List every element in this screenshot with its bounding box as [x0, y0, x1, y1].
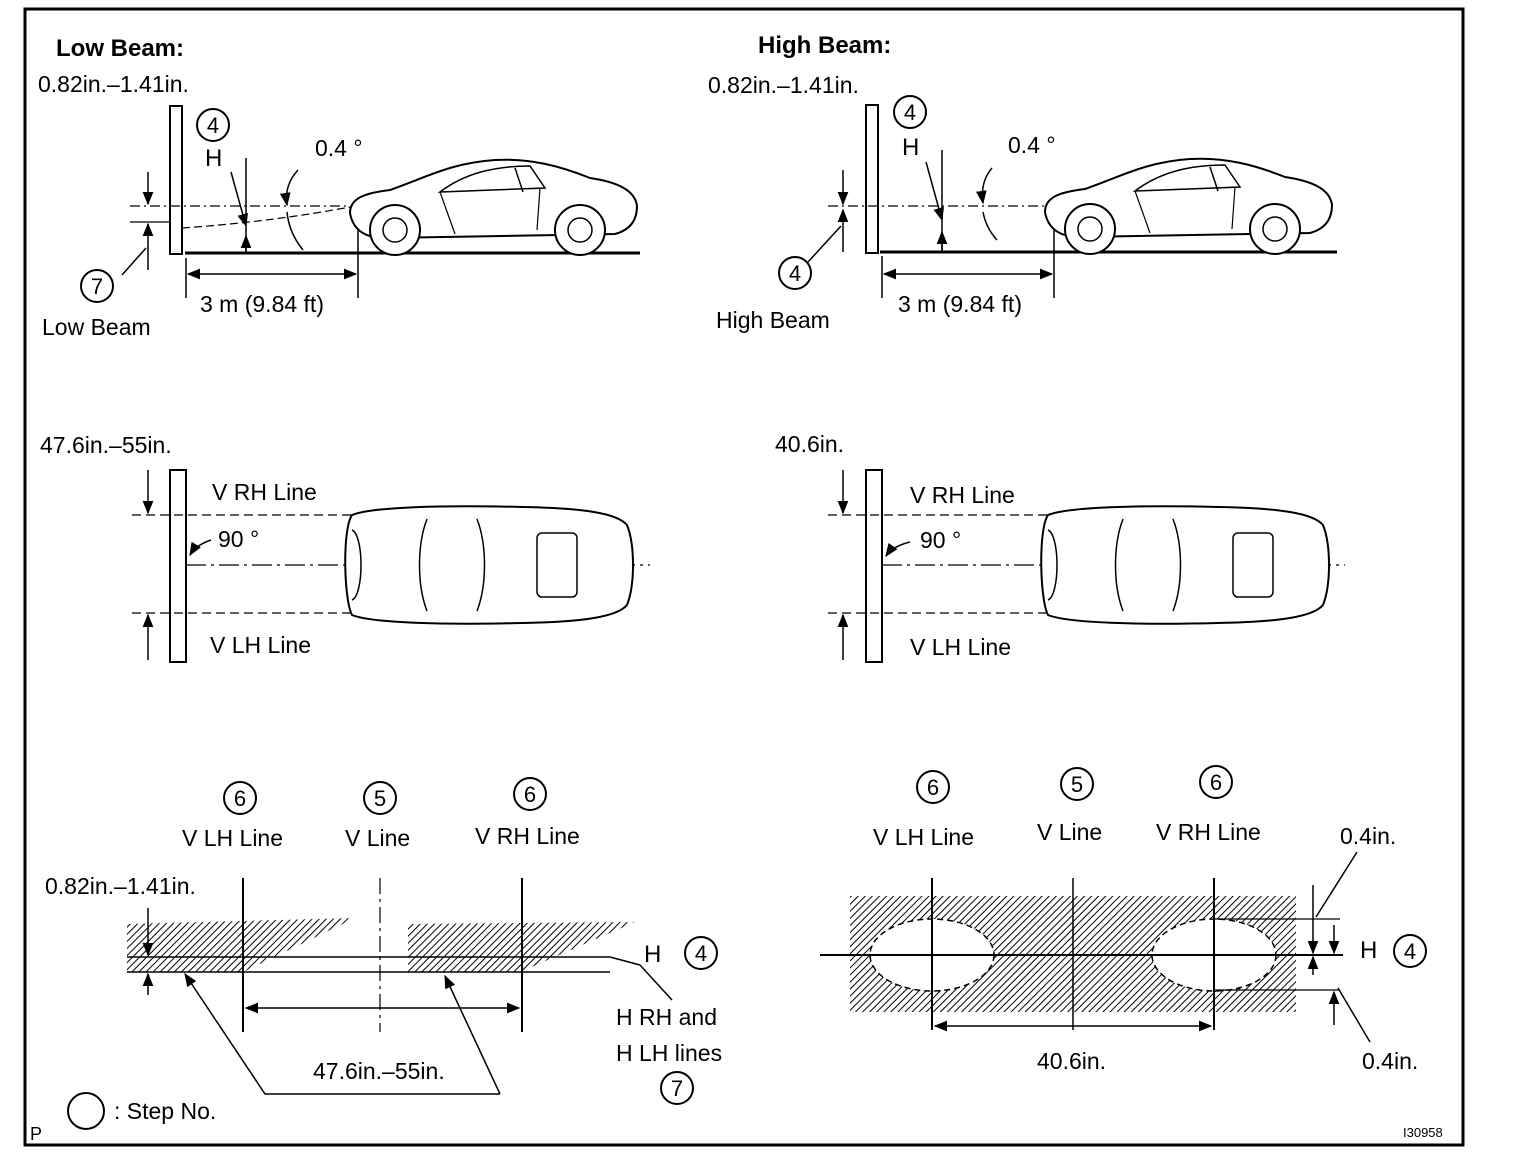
step-circle: [513, 777, 547, 811]
screen-wall: [865, 104, 879, 254]
h-label: H: [902, 134, 919, 161]
high-offset-label: 0.82in.–1.41in.: [708, 72, 859, 98]
v-line-label: V Line: [345, 825, 410, 851]
step-circle: [363, 781, 397, 815]
top-offset-label: 0.4in.: [1340, 823, 1396, 849]
step-number: 6: [1210, 770, 1222, 795]
step-circle: [1199, 765, 1233, 799]
step-number: 4: [207, 113, 219, 138]
angle-label: 0.4 °: [315, 135, 363, 161]
vlh-line-label: V LH Line: [210, 632, 311, 658]
h-label: H: [205, 145, 222, 172]
angle-label: 0.4 °: [1008, 132, 1056, 158]
step-circle: [196, 108, 230, 142]
step-number: 4: [695, 941, 707, 966]
distance-label: 3 m (9.84 ft): [200, 291, 324, 317]
low-offset-label: 0.82in.–1.41in.: [38, 71, 189, 97]
h-lines-label: H LH lines: [616, 1040, 722, 1066]
step-number: 4: [1404, 939, 1416, 964]
step-number: 6: [927, 775, 939, 800]
vlh-line-label: V LH Line: [910, 634, 1011, 660]
distance-label: 3 m (9.84 ft): [898, 291, 1022, 317]
high-beam-label: High Beam: [716, 307, 830, 333]
angle-label: 90 °: [218, 526, 259, 552]
high-beam-heading: High Beam:: [758, 32, 891, 59]
h-label: H: [644, 941, 661, 968]
low-beam-side-view: Low Beam: 0.82in.–1.41in. 7 Low Beam 4 H…: [38, 35, 640, 340]
step-circle: [778, 256, 812, 290]
figure-frame: [23, 7, 1465, 1147]
step-number: 5: [374, 786, 386, 811]
vrh-line-label: V RH Line: [910, 482, 1015, 508]
vrh-line-label: V RH Line: [475, 823, 580, 849]
h-lines-label: H RH and: [616, 1004, 717, 1030]
top-width-label: 40.6in.: [775, 431, 844, 457]
step-circle: [80, 269, 114, 303]
step-number: 6: [524, 782, 536, 807]
pattern-width-label: 47.6in.–55in.: [313, 1058, 445, 1084]
step-circle: [684, 936, 718, 970]
high-beam-side-view: High Beam: 0.82in.–1.41in. 4 High Beam 4…: [708, 32, 1337, 333]
step-no-legend-label: : Step No.: [114, 1098, 216, 1124]
screen-wall: [169, 469, 187, 663]
v-line-label: V Line: [1037, 819, 1102, 845]
step-circle: [1393, 934, 1427, 968]
step-number: 6: [234, 786, 246, 811]
h-label: H: [1360, 937, 1377, 964]
step-number: 4: [789, 261, 801, 286]
low-beam-heading: Low Beam:: [56, 35, 184, 62]
corner-mark: P: [30, 1124, 42, 1144]
high-beam-pattern: 6 V LH Line 5 V Line 6 V RH Line 0.4in. …: [820, 765, 1427, 1074]
step-number: 5: [1071, 772, 1083, 797]
pattern-width-label: 40.6in.: [1037, 1048, 1106, 1074]
angle-label: 90 °: [920, 527, 961, 553]
step-number: 7: [91, 274, 103, 299]
top-width-label: 47.6in.–55in.: [40, 432, 172, 458]
car-top-icon: [344, 505, 634, 625]
beam-cutoff-left: [127, 918, 355, 972]
vrh-line-label: V RH Line: [212, 479, 317, 505]
figure-id: I30958: [1403, 1125, 1443, 1140]
step-number: 4: [904, 100, 916, 125]
step-no-legend-circle: [67, 1092, 105, 1130]
step-circle: [223, 781, 257, 815]
step-circle: [660, 1071, 694, 1105]
car-top-icon: [1040, 505, 1330, 625]
screen-wall: [865, 469, 883, 663]
low-beam-top-view: 47.6in.–55in. V RH Line V LH Line 90 °: [40, 432, 650, 663]
vlh-line-label: V LH Line: [873, 824, 974, 850]
high-beam-top-view: 40.6in. V RH Line V LH Line 90 °: [775, 431, 1345, 663]
screen-wall: [169, 105, 183, 255]
step-circle: [1060, 767, 1094, 801]
offset-label: 0.82in.–1.41in.: [45, 873, 196, 899]
vrh-line-label: V RH Line: [1156, 819, 1261, 845]
step-circle: [916, 770, 950, 804]
low-beam-label: Low Beam: [42, 314, 151, 340]
bottom-offset-label: 0.4in.: [1362, 1048, 1418, 1074]
car-side-icon: [1043, 157, 1334, 255]
low-beam-pattern: 6 V LH Line 5 V Line 6 V RH Line 0.82in.…: [45, 777, 722, 1105]
step-number: 7: [671, 1076, 683, 1101]
step-circle: [893, 95, 927, 129]
vlh-line-label: V LH Line: [182, 825, 283, 851]
car-side-icon: [348, 158, 639, 256]
